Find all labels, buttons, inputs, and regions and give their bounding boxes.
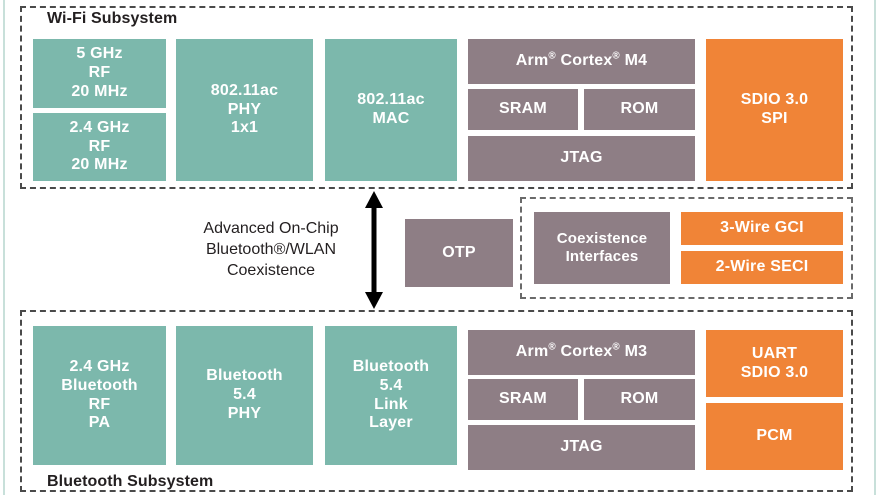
bt-cpu-label: Arm® Cortex® M3 xyxy=(515,341,648,361)
wifi-jtag-block[interactable]: JTAG xyxy=(468,136,695,181)
bt-pcm-label: PCM xyxy=(756,427,793,445)
bt-link-layer-label: Bluetooth 5.4 Link Layer xyxy=(352,357,430,432)
bluetooth-subsystem-boundary xyxy=(20,310,853,492)
coexistence-caption: Advanced On-Chip Bluetooth®/WLAN Coexist… xyxy=(203,220,339,280)
seci-2wire-label: 2-Wire SECI xyxy=(715,258,809,276)
bt-rf-pa-block[interactable]: 2.4 GHz Bluetooth RF PA xyxy=(33,326,166,465)
wifi-rf-5ghz-label: 5 GHz RF 20 MHz xyxy=(71,45,128,100)
coexistence-interfaces-label: Coexistence Interfaces xyxy=(556,230,648,265)
coexistence-interfaces-boundary xyxy=(520,197,853,299)
otp-block[interactable]: OTP xyxy=(405,219,513,287)
seci-2wire-block[interactable]: 2-Wire SECI xyxy=(681,251,843,284)
wifi-subsystem-title: Wi-Fi Subsystem xyxy=(47,10,178,27)
wifi-jtag-label: JTAG xyxy=(560,149,603,167)
bt-jtag-label: JTAG xyxy=(560,438,603,456)
coexistence-interfaces-block[interactable]: Coexistence Interfaces xyxy=(534,212,670,284)
gci-3wire-label: 3-Wire GCI xyxy=(720,219,804,237)
wifi-cpu-label: Arm® Cortex® M4 xyxy=(515,50,648,70)
coexistence-arrow xyxy=(362,191,386,309)
bt-jtag-block[interactable]: JTAG xyxy=(468,425,695,470)
bluetooth-subsystem-title: Bluetooth Subsystem xyxy=(47,473,214,490)
wifi-cpu-block[interactable]: Arm® Cortex® M4 xyxy=(468,39,695,84)
wifi-subsystem-boundary xyxy=(20,6,853,189)
double-arrow-icon xyxy=(365,191,383,309)
wifi-sram-block[interactable]: SRAM xyxy=(468,89,578,130)
bt-sram-label: SRAM xyxy=(499,390,547,408)
bt-host-interface-label: UART SDIO 3.0 xyxy=(740,344,809,381)
wifi-phy-label: 802.11ac PHY 1x1 xyxy=(210,81,279,137)
wifi-rf-24ghz-label: 2.4 GHz RF 20 MHz xyxy=(69,118,130,174)
bt-link-layer-block[interactable]: Bluetooth 5.4 Link Layer xyxy=(325,326,457,465)
bt-phy-block[interactable]: Bluetooth 5.4 PHY xyxy=(176,326,313,465)
otp-label: OTP xyxy=(442,243,476,261)
wifi-sram-label: SRAM xyxy=(499,100,547,118)
wifi-rom-block[interactable]: ROM xyxy=(584,89,695,130)
bt-rom-block[interactable]: ROM xyxy=(584,379,695,420)
left-edge-rule xyxy=(3,0,5,495)
bt-pcm-block[interactable]: PCM xyxy=(706,403,843,470)
wifi-rf-24ghz-block[interactable]: 2.4 GHz RF 20 MHz xyxy=(33,113,166,181)
wifi-host-interface-block[interactable]: SDIO 3.0 SPI xyxy=(706,39,843,181)
bt-rom-label: ROM xyxy=(620,390,659,408)
wifi-mac-block[interactable]: 802.11ac MAC xyxy=(325,39,457,181)
bt-host-interface-block[interactable]: UART SDIO 3.0 xyxy=(706,330,843,397)
wifi-rf-5ghz-block[interactable]: 5 GHz RF 20 MHz xyxy=(33,39,166,108)
wifi-host-interface-label: SDIO 3.0 SPI xyxy=(740,91,809,127)
bt-rf-pa-label: 2.4 GHz Bluetooth RF PA xyxy=(61,357,138,432)
wifi-phy-block[interactable]: 802.11ac PHY 1x1 xyxy=(176,39,313,181)
wifi-rom-label: ROM xyxy=(620,100,659,118)
bt-phy-label: Bluetooth 5.4 PHY xyxy=(206,367,283,422)
bt-sram-block[interactable]: SRAM xyxy=(468,379,578,420)
wifi-mac-label: 802.11ac MAC xyxy=(357,91,425,127)
bt-cpu-block[interactable]: Arm® Cortex® M3 xyxy=(468,330,695,375)
right-edge-rule xyxy=(874,0,876,495)
gci-3wire-block[interactable]: 3-Wire GCI xyxy=(681,212,843,245)
